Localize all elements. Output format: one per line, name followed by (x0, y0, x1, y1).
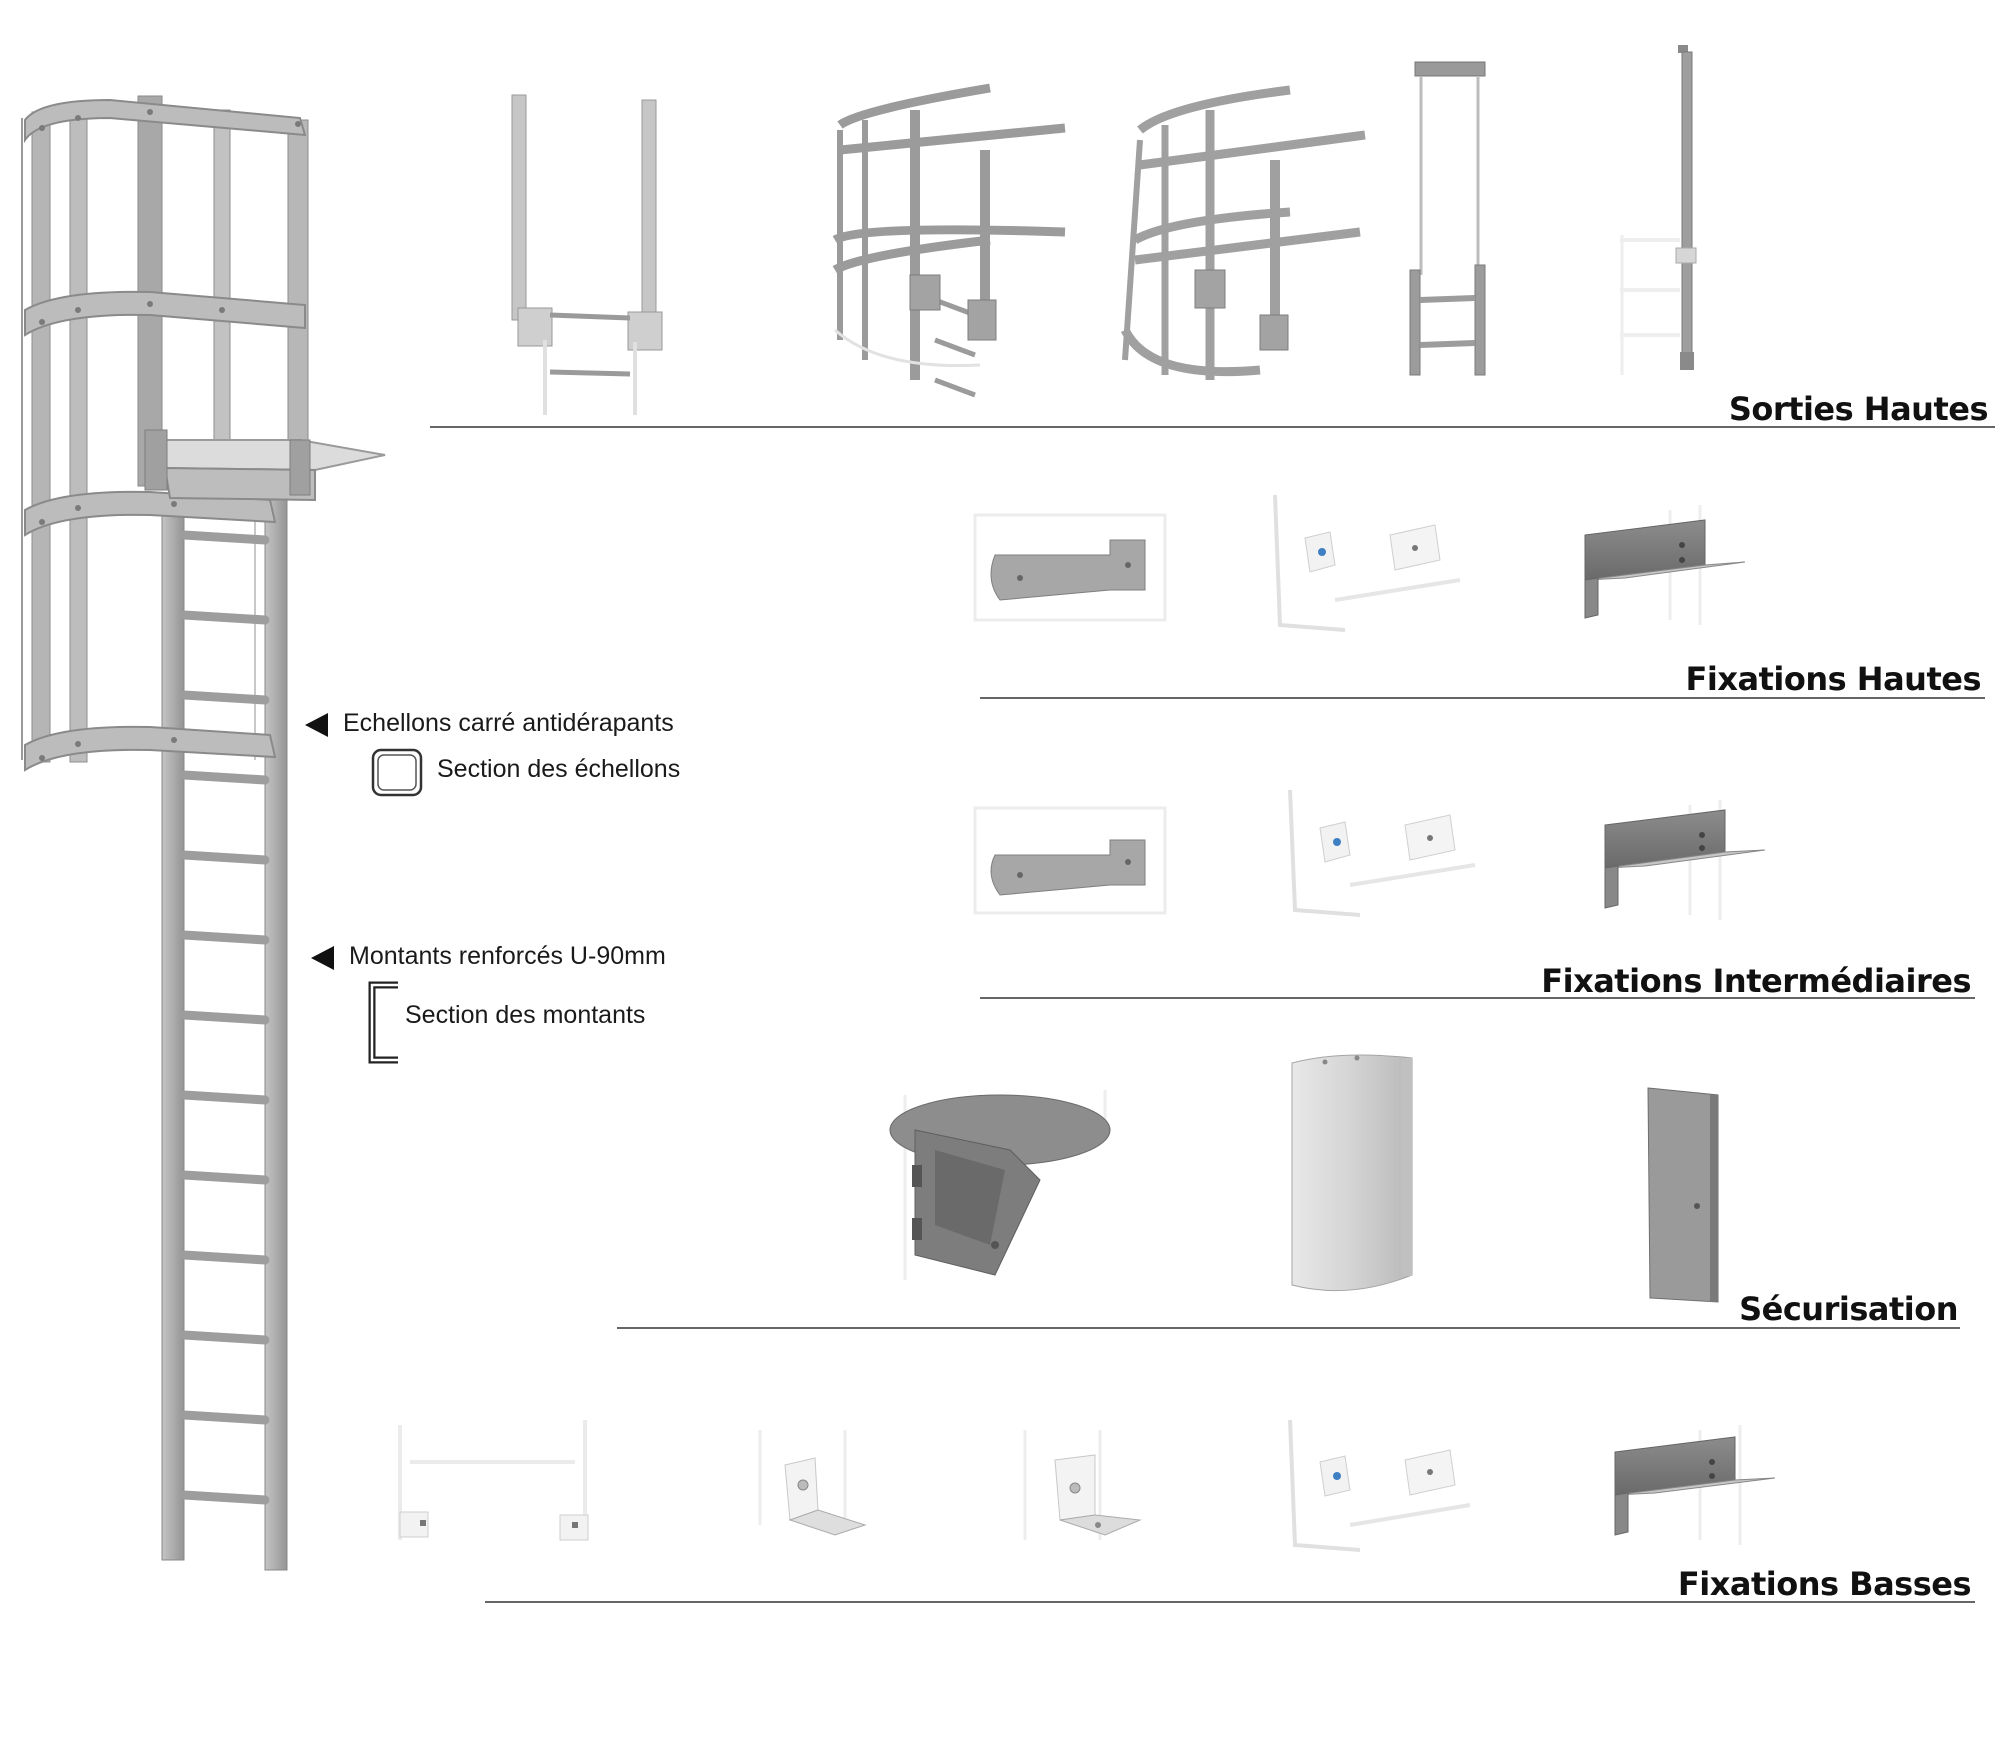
base-angle-foot (758, 1430, 867, 1536)
rung-section-square-icon (371, 748, 423, 797)
fixations-intermediaires-products (973, 789, 1766, 920)
fixations-basses-products (398, 1419, 1776, 1552)
fixation-wall-plate (1273, 494, 1461, 632)
label-section-echellons: Section des échellons (437, 755, 681, 783)
section-title-fixations-hautes: Fixations Hautes (1685, 660, 1982, 698)
sortie-telescopic-exit (1409, 61, 1486, 376)
anti-climb-flat-door (1647, 1087, 1719, 1303)
label-montants: Montants renforcés U-90mm (349, 942, 666, 970)
cage-hoops (24, 98, 307, 772)
section-title-sorties-hautes: Sorties Hautes (1728, 390, 1989, 428)
sorties-hautes-products (511, 45, 1697, 415)
label-echellons: Echellons carré antidérapants (343, 709, 674, 737)
main-caged-ladder (21, 95, 386, 1571)
anti-climb-cylinder-door (1291, 1054, 1413, 1292)
sortie-caged-exit (832, 83, 1066, 398)
sortie-retractable-pole (1620, 45, 1697, 375)
fixation-angle-bracket (1584, 505, 1746, 625)
section-title-securisation: Sécurisation (1739, 1290, 1958, 1328)
fixation-angle-bracket (1604, 800, 1766, 920)
securisation-products (889, 1054, 1719, 1303)
section-title-fixations-intermediaires: Fixations Intermédiaires (1541, 962, 1971, 1000)
sortie-straight-exit (511, 94, 663, 415)
arrow-echellons-icon (305, 713, 328, 737)
fixation-bracket-flat (973, 513, 1167, 622)
anti-climb-plate (889, 1090, 1111, 1280)
ladder-rungs (179, 530, 270, 1505)
fixations-hautes-products (973, 494, 1746, 632)
base-angle-bracket (1614, 1425, 1776, 1545)
base-plate-foot (1023, 1430, 1142, 1540)
sortie-curved-cage-exit (1120, 85, 1366, 380)
fixation-wall-plate (1288, 789, 1476, 917)
base-wall-plate (1288, 1419, 1471, 1552)
fixation-bracket-flat (973, 806, 1167, 915)
base-feet-ghost-ladder (398, 1420, 589, 1541)
upright-section-channel-icon (368, 981, 398, 1064)
label-section-montants: Section des montants (405, 1001, 646, 1029)
arrow-montants-icon (311, 946, 334, 970)
section-title-fixations-basses: Fixations Basses (1677, 1565, 1972, 1603)
